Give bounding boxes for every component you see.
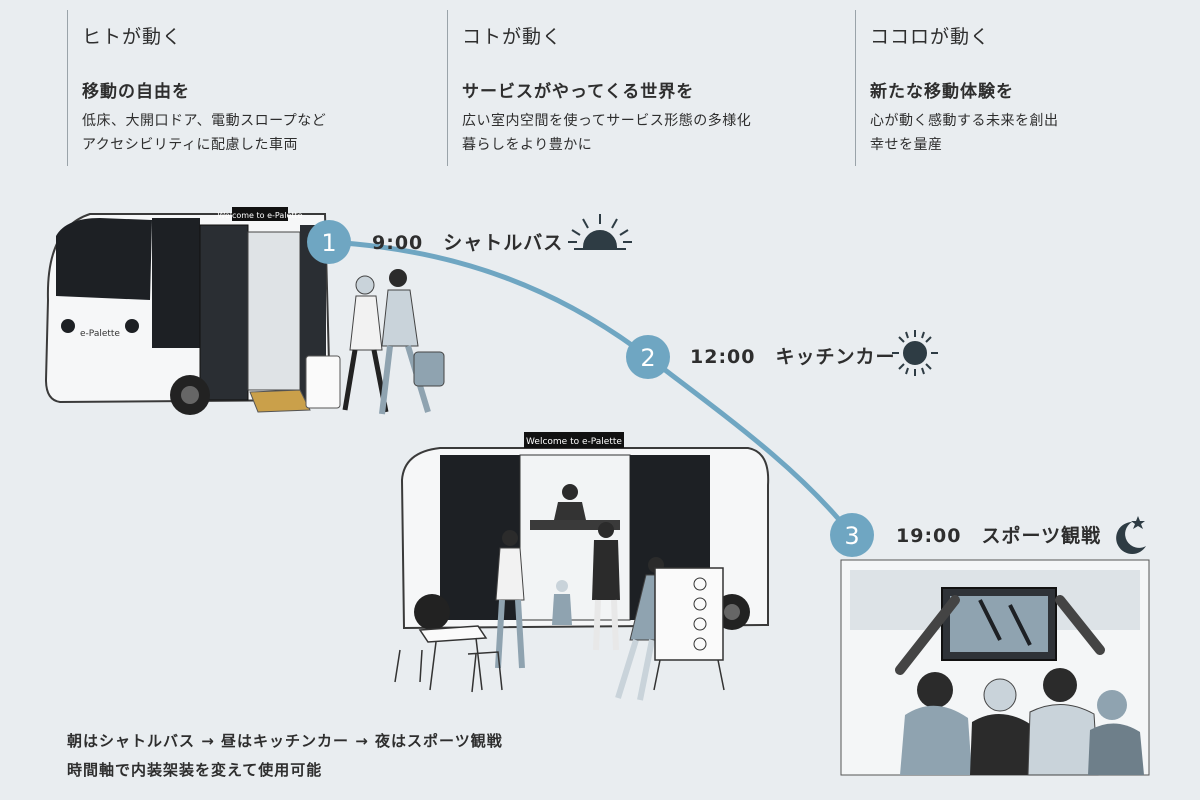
- concept-column-heart: ココロが動く 新たな移動体験を 心が動く感動する未来を創出 幸せを量産: [855, 10, 1185, 166]
- stop-number: 3: [844, 522, 859, 550]
- timeline-stop-3: 3: [830, 513, 874, 557]
- bottom-note-line-2: 時間軸で内装架装を変えて使用可能: [67, 761, 323, 779]
- shuttle-badge-text: e-Palette: [80, 329, 120, 339]
- shuttle-sign-text: Welcome to e-Palette: [217, 211, 302, 220]
- column-text: 広い室内空間を使ってサービス形態の多様化: [462, 113, 752, 129]
- sports-viewing-illustration: [840, 559, 1150, 776]
- column-text: 低床、大開口ドア、電動スロープなど: [82, 113, 327, 129]
- bottom-note-line-1: 朝はシャトルバス → 昼はキッチンカー → 夜はスポーツ観戦: [67, 732, 503, 750]
- timeline-label-shuttle: 9:00 シャトルバス: [372, 232, 564, 254]
- column-title: コトが動く: [462, 26, 563, 48]
- sun-icon: [892, 330, 938, 376]
- column-text: 心が動く感動する未来を創出: [870, 113, 1059, 129]
- stop-number: 1: [321, 229, 336, 257]
- column-heading: 移動の自由を: [82, 82, 190, 102]
- column-text: 幸せを量産: [870, 137, 943, 153]
- concept-column-people: ヒトが動く 移動の自由を 低床、大開口ドア、電動スロープなど アクセシビリティに…: [67, 10, 437, 166]
- timeline-stop-2: 2: [626, 335, 670, 379]
- kitchen-car-illustration: Welcome to e-Palette: [394, 432, 770, 701]
- column-text: 暮らしをより豊かに: [462, 137, 593, 153]
- concept-column-things: コトが動く サービスがやってくる世界を 広い室内空間を使ってサービス形態の多様化…: [447, 10, 847, 166]
- timeline-label-sports: 19:00 スポーツ観戦: [896, 525, 1102, 547]
- shuttle-bus-illustration: Welcome to e-Palette e-Palette: [44, 207, 445, 415]
- stop-number: 2: [640, 344, 655, 372]
- column-title: ヒトが動く: [82, 26, 183, 48]
- sunrise-icon: [568, 214, 632, 250]
- column-title: ココロが動く: [870, 26, 991, 48]
- moon-star-icon: [1116, 516, 1146, 554]
- kitchen-sign-text: Welcome to e-Palette: [526, 437, 622, 447]
- timeline-stop-1: 1: [307, 220, 351, 264]
- column-heading: サービスがやってくる世界を: [462, 82, 695, 102]
- column-heading: 新たな移動体験を: [870, 82, 1014, 102]
- timeline-label-kitchen: 12:00 キッチンカー: [690, 346, 896, 368]
- column-text: アクセシビリティに配慮した車両: [82, 137, 298, 153]
